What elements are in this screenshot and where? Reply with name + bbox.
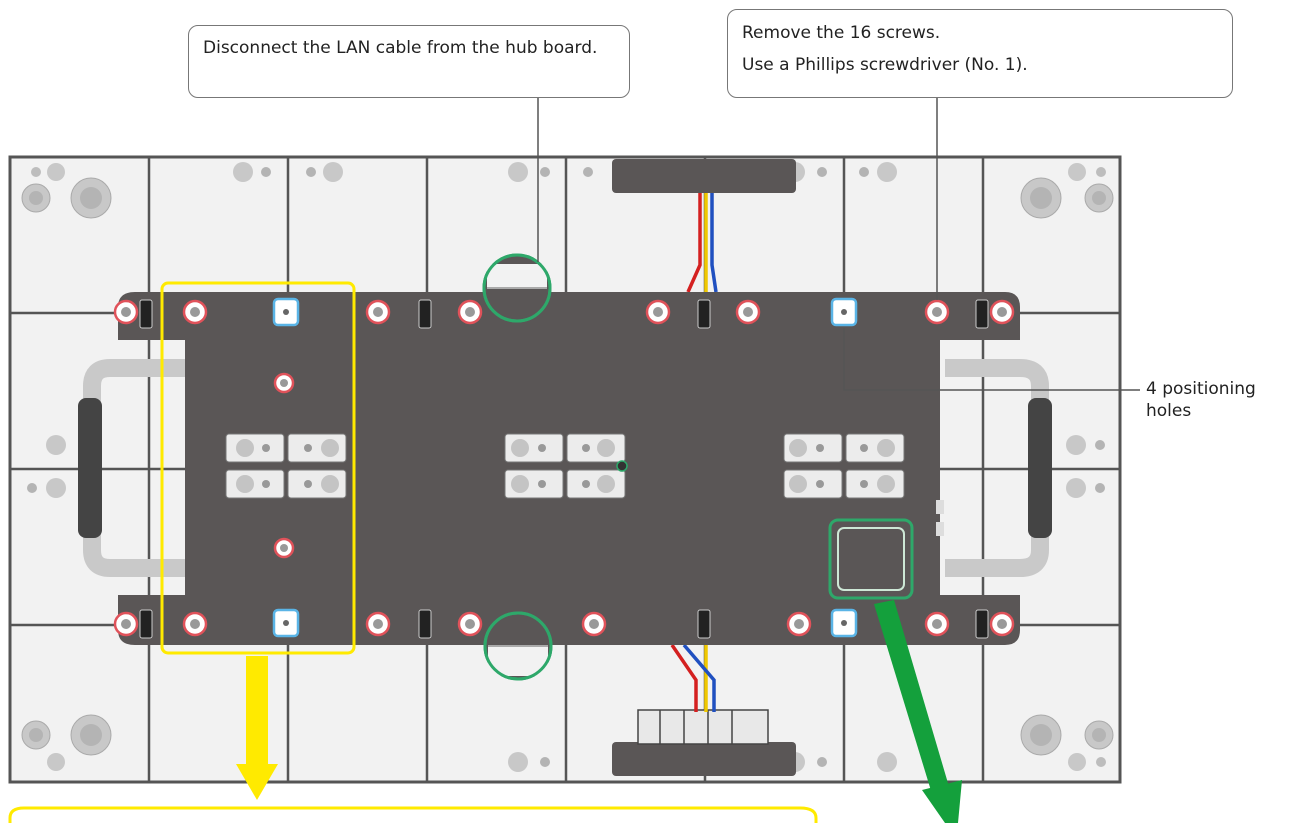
callout-screws-line1: Remove the 16 screws. xyxy=(742,23,941,43)
positioning-holes-label-line2: holes xyxy=(1146,401,1192,421)
leader-lines xyxy=(537,98,1140,391)
yellow-highlight-box xyxy=(160,281,356,655)
screw-icon xyxy=(113,299,139,325)
screw-icon xyxy=(786,611,812,637)
bottom-connector xyxy=(612,742,796,776)
screw-icon xyxy=(989,299,1015,325)
positioning-hole-icon xyxy=(272,608,300,638)
screw-icon xyxy=(273,537,295,559)
lan-connector-bottom xyxy=(483,611,553,681)
screw-icon xyxy=(182,299,208,325)
screws-16 xyxy=(113,299,1015,637)
screw-icon xyxy=(989,611,1015,637)
callout-lan-text: Disconnect the LAN cable from the hub bo… xyxy=(203,38,598,58)
callout-screws: Remove the 16 screws. Use a Phillips scr… xyxy=(727,9,1233,98)
green-down-arrow xyxy=(874,600,962,823)
screw-icon xyxy=(273,372,295,394)
screw-icon xyxy=(365,299,391,325)
screw-icon xyxy=(182,611,208,637)
lan-connector-top xyxy=(482,253,552,323)
green-highlight-square xyxy=(828,518,914,600)
screw-icon xyxy=(457,299,483,325)
callout-screws-line2: Use a Phillips screwdriver (No. 1). xyxy=(742,55,1028,75)
screw-icon xyxy=(581,611,607,637)
bottom-connector-ribbon xyxy=(637,709,769,745)
bottom-wires xyxy=(670,643,716,712)
screw-icon xyxy=(365,611,391,637)
positioning-hole-icon xyxy=(272,297,300,327)
screw-icon xyxy=(924,299,950,325)
top-wires xyxy=(686,193,718,293)
yellow-down-arrow xyxy=(236,656,278,800)
right-handle xyxy=(945,359,1052,577)
positioning-hole-icon xyxy=(830,608,858,638)
left-handle xyxy=(78,359,185,577)
screw-icon xyxy=(735,299,761,325)
screw-icon xyxy=(457,611,483,637)
top-connector xyxy=(612,159,796,193)
yellow-callout-box-edge xyxy=(8,806,818,823)
positioning-holes-label-line1: 4 positioning xyxy=(1146,379,1256,399)
positioning-hole-icon xyxy=(830,297,858,327)
positioning-holes-label: 4 positioning holes xyxy=(1146,378,1256,422)
screw-icon xyxy=(113,611,139,637)
hub-board-plate xyxy=(118,292,1020,645)
callout-lan: Disconnect the LAN cable from the hub bo… xyxy=(188,25,630,98)
screw-icon xyxy=(645,299,671,325)
screw-icon xyxy=(924,611,950,637)
window-bosses xyxy=(236,439,895,493)
positioning-holes xyxy=(272,297,858,638)
latch-slots xyxy=(139,299,989,639)
